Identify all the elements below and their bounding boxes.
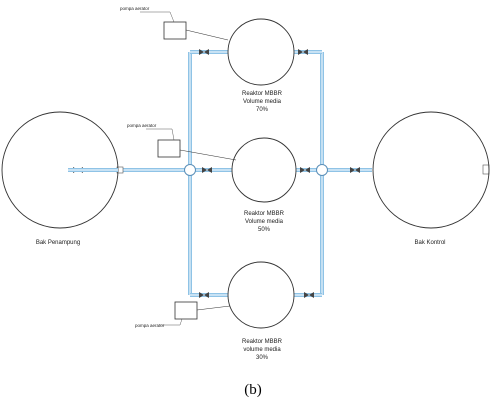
valves (73, 49, 360, 298)
valve-icon (298, 49, 308, 55)
valve-icon (350, 167, 360, 173)
reactor-top-label: Reaktor MBBR Volume media 70% (242, 91, 283, 113)
reactor-top-line1: Reaktor MBBR (242, 91, 283, 97)
reactor-middle-line3: 50% (258, 227, 271, 233)
pump-top: pompa aerator (120, 6, 229, 41)
control-tank (372, 111, 490, 229)
reactor-top-line2: Volume media (243, 99, 282, 105)
pump-box (174, 301, 198, 320)
reactor-top (227, 18, 295, 86)
valve-icon (304, 292, 314, 298)
valve-icon (199, 292, 209, 298)
reactor-bottom-line3: 30% (256, 355, 269, 361)
pump-label: pompa aerator (120, 6, 150, 11)
valve-icon (202, 167, 212, 173)
pump-middle: pompa aerator (127, 123, 237, 161)
reactor-bottom-label: Reaktor MBBR volume media 30% (242, 339, 283, 361)
pump-label: pompa aerator (135, 323, 165, 328)
holding-tank-label: Bak Penampung (36, 240, 80, 246)
reactor-middle-line1: Reaktor MBBR (244, 211, 285, 217)
reactor-bottom (227, 261, 295, 329)
pump-box (157, 139, 181, 158)
reactor-top-line3: 70% (256, 107, 269, 113)
valve-icon (199, 49, 209, 55)
reactor-middle (231, 137, 297, 203)
outlet-fitting (482, 164, 490, 175)
reactor-middle-label: Reaktor MBBR Volume media 50% (244, 211, 285, 233)
reactor-bottom-line2: volume media (243, 347, 281, 353)
figure-caption: (b) (244, 382, 262, 398)
pump-box (163, 21, 187, 40)
valve-icon (300, 167, 310, 173)
control-tank-label: Bak Kontrol (414, 240, 445, 246)
reactor-middle-line2: Volume media (245, 219, 284, 225)
reactor-bottom-line1: Reaktor MBBR (242, 339, 283, 345)
pump-label: pompa aerator (127, 123, 157, 128)
junction-left (184, 164, 196, 176)
junction-right (316, 164, 328, 176)
pump-bottom: pompa aerator (135, 301, 231, 328)
